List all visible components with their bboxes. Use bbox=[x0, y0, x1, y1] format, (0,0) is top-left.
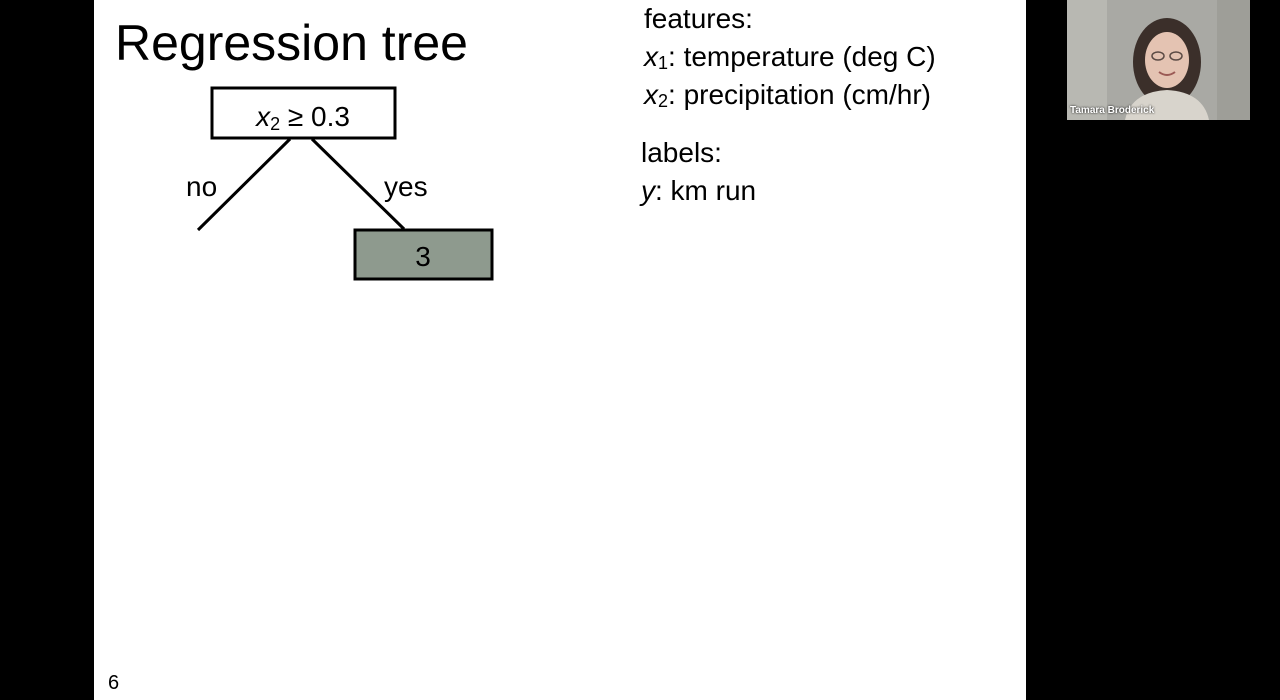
page-number: 6 bbox=[108, 672, 120, 694]
slide: Regression tree x2 ≥ 0.3 no yes 3 featur… bbox=[94, 0, 1026, 700]
root-node-box bbox=[210, 86, 397, 140]
feature-text: : temperature (deg C) bbox=[668, 40, 936, 72]
right-leaf-value: 3 bbox=[415, 241, 431, 272]
slide-title: Regression tree bbox=[115, 15, 468, 71]
root-node-condition: x2 ≥ 0.3 bbox=[254, 101, 350, 134]
label-var: y bbox=[641, 174, 655, 206]
right-leaf-box bbox=[353, 228, 494, 281]
feature-item-x2: x2: precipitation (cm/hr) bbox=[644, 76, 936, 114]
participant-name-label: Tamara Broderick bbox=[1070, 105, 1155, 116]
feature-text: : precipitation (cm/hr) bbox=[668, 78, 931, 110]
feature-var: x bbox=[644, 78, 658, 110]
left-branch-line bbox=[196, 137, 292, 232]
label-item-y: y: km run bbox=[641, 172, 756, 210]
feature-sub: 1 bbox=[658, 52, 669, 73]
feature-item-x1: x1: temperature (deg C) bbox=[644, 38, 936, 76]
right-branch-line bbox=[310, 137, 406, 231]
feature-sub: 2 bbox=[658, 90, 669, 111]
features-heading: features: bbox=[644, 3, 753, 34]
regression-tree-diagram: x2 ≥ 0.3 no yes 3 bbox=[186, 86, 494, 281]
root-node-threshold: ≥ 0.3 bbox=[280, 101, 350, 132]
participant-video-tile[interactable]: Tamara Broderick bbox=[1067, 0, 1250, 120]
labels-section: labels: y: km run bbox=[641, 134, 756, 210]
left-branch-label: no bbox=[186, 171, 217, 202]
root-node-var: x bbox=[254, 101, 271, 132]
right-branch-label: yes bbox=[384, 171, 428, 202]
root-node-sub: 2 bbox=[270, 114, 280, 134]
label-text: : km run bbox=[655, 174, 757, 206]
labels-heading: labels: bbox=[641, 137, 722, 168]
features-section: features: x1: temperature (deg C) x2: pr… bbox=[644, 0, 936, 113]
feature-var: x bbox=[644, 40, 658, 72]
participant-avatar bbox=[1067, 0, 1250, 120]
